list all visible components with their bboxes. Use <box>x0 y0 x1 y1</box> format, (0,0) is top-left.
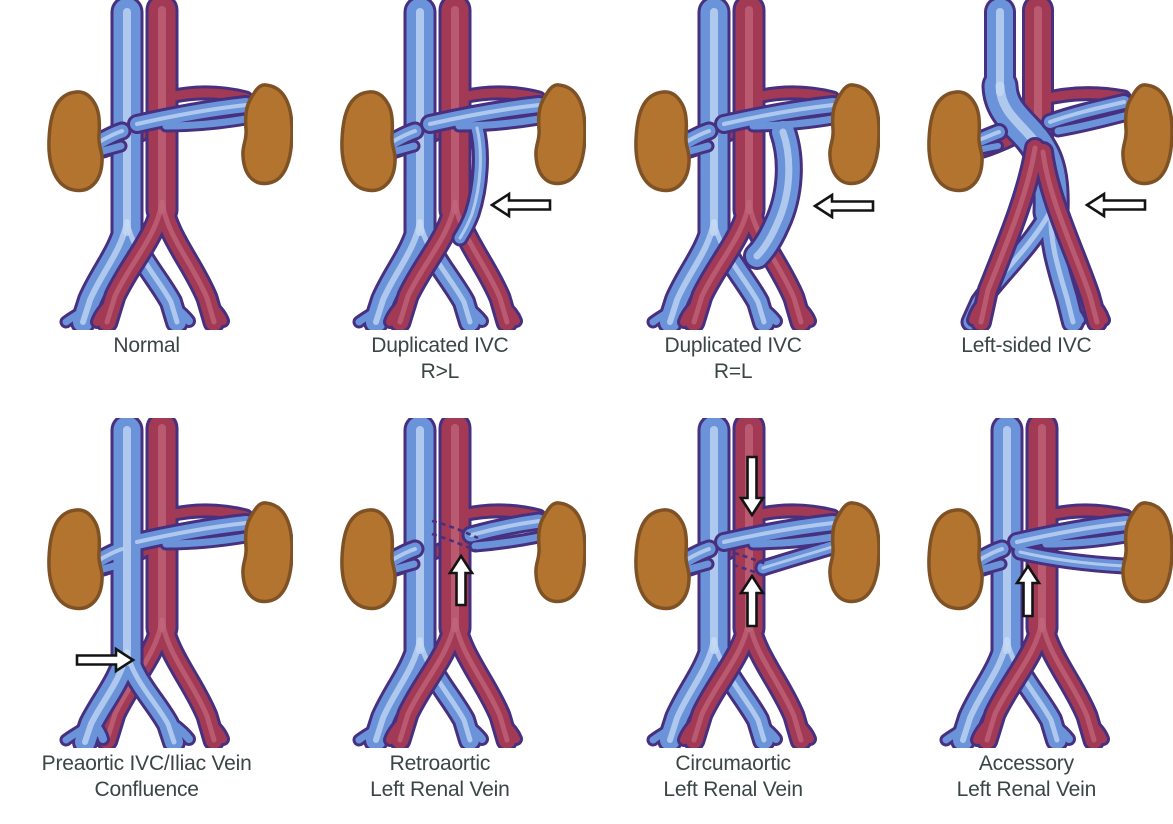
illustration-circumaortic-left-renal-vein <box>633 418 880 748</box>
panel-label: Duplicated IVC R>L <box>371 333 508 385</box>
vessels <box>960 0 1133 330</box>
panel-label: Accessory Left Renal Vein <box>956 751 1097 803</box>
retroaortic-dashed-vein <box>733 551 767 566</box>
illustration-duplicated-ivc-r-gt-l <box>340 0 587 330</box>
variant-panel-normal: Normal <box>0 0 294 404</box>
illustration-retroaortic-left-renal-vein <box>340 418 587 748</box>
kidney-left-organ <box>241 83 294 186</box>
variant-panel-left-sided-ivc: Left-sided IVC <box>880 0 1173 404</box>
panel-label: Normal <box>113 333 180 359</box>
panel-label-line: Left Renal Vein <box>370 778 510 801</box>
illustration-normal <box>47 0 294 330</box>
kidneys <box>927 501 1173 611</box>
panel-label-line: Left Renal Vein <box>956 778 1097 801</box>
panel-label-line: Duplicated IVC <box>664 334 802 357</box>
kidneys <box>47 501 294 611</box>
kidney-left-organ <box>1121 501 1173 604</box>
kidney-left-organ <box>827 83 880 186</box>
panel-label-line: Duplicated IVC <box>371 334 509 357</box>
vessels <box>352 418 549 748</box>
kidney-left-organ <box>827 501 880 604</box>
annotation-arrow-left-icon <box>1084 191 1147 219</box>
kidney-left-organ <box>534 501 587 604</box>
illustration-left-sided-ivc <box>927 0 1173 330</box>
illustration-accessory-left-renal-vein <box>927 418 1173 748</box>
retroaortic-dashed-vein <box>432 519 479 540</box>
panel-label-line: Left-sided IVC <box>961 334 1092 357</box>
retroaortic-dashed-vein <box>732 563 766 578</box>
variant-panel-duplicated-ivc-r-gt-l: Duplicated IVC R>L <box>293 0 587 404</box>
panel-label-line: Accessory <box>978 752 1074 775</box>
variant-panel-preaortic-confluence: Preaortic IVC/Iliac Vein Confluence <box>0 404 294 824</box>
annotation-arrow-up-icon <box>447 553 475 607</box>
panel-label-line: Retroaortic <box>389 752 491 775</box>
kidneys <box>47 83 294 193</box>
annotation-arrow-up-icon <box>738 573 766 628</box>
vessels <box>939 418 1136 748</box>
annotation-arrow-up-icon <box>1014 563 1042 618</box>
panel-label-line: Normal <box>113 334 180 357</box>
panel-label-line: R=L <box>713 360 753 383</box>
kidney-right-organ <box>47 508 104 611</box>
vessels <box>59 418 257 748</box>
panel-label-line: Circumaortic <box>675 752 791 775</box>
retroaortic-dashed-vein <box>431 532 478 553</box>
variant-panel-retroaortic-left-renal-vein: Retroaortic Left Renal Vein <box>293 404 587 824</box>
illustration-preaortic-ivc-iliac-vein-confluence <box>47 418 294 748</box>
panel-label-line: Preaortic IVC/Iliac Vein <box>41 752 252 775</box>
kidneys <box>633 83 880 193</box>
panel-label-line: Left Renal Vein <box>663 778 803 801</box>
kidney-right-organ <box>633 508 691 611</box>
kidneys <box>340 501 587 611</box>
panel-label: Left-sided IVC <box>961 333 1091 359</box>
kidneys <box>340 83 587 193</box>
kidney-left-organ <box>534 83 587 186</box>
annotation-arrow-left-icon <box>812 192 874 220</box>
kidneys <box>633 501 880 611</box>
variant-panel-duplicated-ivc-r-eq-l: Duplicated IVC R=L <box>587 0 880 404</box>
kidney-right-organ <box>47 90 104 193</box>
kidney-right-organ <box>340 90 398 193</box>
kidney-right-organ <box>340 508 398 611</box>
illustration-duplicated-ivc-r-eq-l <box>633 0 880 330</box>
kidney-right-organ <box>633 90 691 193</box>
panel-label-line: Confluence <box>94 778 199 801</box>
panel-label: Retroaortic Left Renal Vein <box>370 751 510 803</box>
annotation-arrow-right-icon <box>75 646 136 674</box>
kidney-right-organ <box>927 90 984 193</box>
panel-label-line: R>L <box>420 360 460 383</box>
kidney-left-organ <box>241 501 294 604</box>
panel-label: Circumaortic Left Renal Vein <box>663 751 803 803</box>
panel-label: Preaortic IVC/Iliac Vein Confluence <box>42 751 252 803</box>
annotation-arrow-down-icon <box>738 455 766 518</box>
panel-label: Duplicated IVC R=L <box>664 333 801 385</box>
kidney-right-organ <box>927 508 984 611</box>
variant-panel-accessory-left-renal-vein: Accessory Left Renal Vein <box>880 404 1173 824</box>
vessels <box>646 0 843 330</box>
variant-panel-circumaortic-left-renal-vein: Circumaortic Left Renal Vein <box>587 404 880 824</box>
kidneys <box>927 83 1173 193</box>
annotation-arrow-left-icon <box>489 191 552 219</box>
kidney-left-organ <box>1121 83 1173 186</box>
